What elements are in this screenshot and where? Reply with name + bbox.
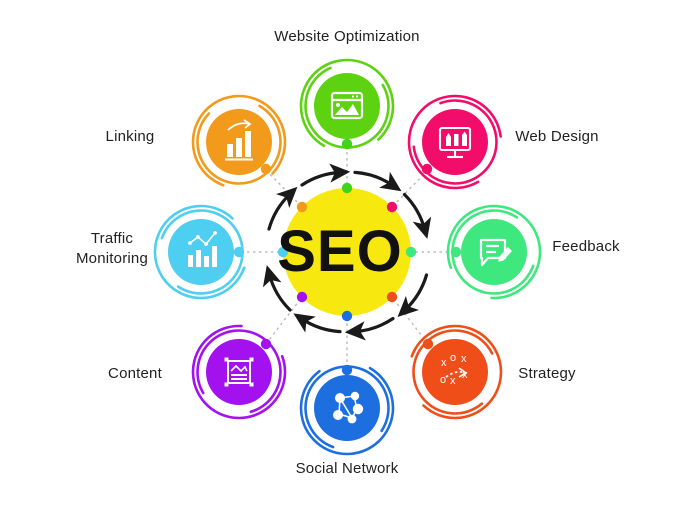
bar-chart-trend-icon	[188, 231, 217, 267]
hub-dot-social-network	[341, 310, 353, 322]
node-outer-ring-b	[304, 63, 390, 149]
node-disc	[206, 339, 272, 405]
node-outer-ring-a	[191, 94, 287, 190]
ring-arrow-5	[344, 316, 395, 341]
content-frame-icon	[224, 357, 254, 387]
hub-dot-content	[296, 291, 308, 303]
ring-arrow-2	[353, 170, 402, 192]
ring-arrow-6	[293, 313, 342, 334]
svg-text:x: x	[441, 357, 447, 369]
node-dot-web-design	[421, 163, 433, 175]
monitor-design-tools-icon	[438, 126, 472, 159]
hub-dot-strategy	[386, 291, 398, 303]
node-outer-ring-b	[412, 99, 498, 185]
hub-dot-traffic-monitoring	[277, 246, 289, 258]
node-dot-social-network	[341, 364, 353, 376]
browser-image-icon	[330, 91, 364, 120]
ring-arrow-7	[262, 265, 292, 312]
svg-text:x: x	[450, 375, 456, 387]
hub-dot-web-design	[386, 201, 398, 213]
ring-arrow-1	[300, 163, 351, 187]
connector-web-design	[391, 169, 429, 208]
speech-bubble-pencil-icon	[479, 238, 512, 267]
svg-text:x: x	[462, 369, 468, 381]
svg-text:o: o	[450, 352, 456, 364]
node-dot-traffic-monitoring	[233, 246, 245, 258]
node-linking[interactable]	[180, 83, 298, 201]
node-dot-feedback	[450, 246, 462, 258]
node-outer-ring-b	[158, 209, 244, 295]
node-outer-ring-a	[191, 324, 287, 420]
playbook-tactics-icon: x o x o x x	[440, 352, 468, 387]
node-traffic-monitoring[interactable]	[142, 193, 260, 311]
node-web-design[interactable]	[392, 79, 518, 205]
hub-dot-linking	[296, 201, 308, 213]
node-feedback[interactable]	[435, 193, 553, 311]
node-social-network[interactable]	[284, 345, 410, 471]
ring-arrow-4	[397, 273, 429, 318]
hub-dot-website-optimization	[341, 182, 353, 194]
node-outer-ring-a	[407, 324, 503, 420]
node-outer-ring-a	[299, 360, 395, 456]
network-users-icon	[333, 391, 364, 424]
node-outer-ring-a	[407, 94, 503, 190]
node-dot-linking	[260, 163, 272, 175]
hub-rim-dots	[277, 182, 417, 322]
node-website-optimization[interactable]	[284, 43, 410, 169]
center-hub-circle	[283, 188, 411, 316]
node-content[interactable]	[180, 313, 298, 431]
node-dot-strategy	[422, 338, 434, 350]
node-outer-ring-a	[153, 204, 249, 300]
node-outer-ring-a	[446, 204, 542, 300]
svg-text:x: x	[461, 353, 467, 365]
node-disc	[314, 73, 380, 139]
node-outer-ring-b	[451, 209, 537, 295]
node-outer-ring-b	[196, 99, 282, 185]
ring-arrows	[262, 163, 432, 341]
node-strategy[interactable]: x o x o x x	[396, 313, 514, 431]
node-outer-ring-b	[304, 365, 390, 451]
node-dot-content	[260, 338, 272, 350]
connector-content	[265, 296, 303, 345]
svg-text:o: o	[440, 374, 446, 386]
hub-dot-feedback	[405, 246, 417, 258]
ring-arrow-3	[402, 192, 432, 239]
growth-chart-arrow-icon	[225, 119, 253, 161]
ring-arrow-8	[267, 186, 298, 231]
node-dot-website-optimization	[341, 138, 353, 150]
node-outer-ring-b	[196, 329, 282, 415]
node-outer-ring-a	[299, 58, 395, 154]
node-disc	[314, 375, 380, 441]
